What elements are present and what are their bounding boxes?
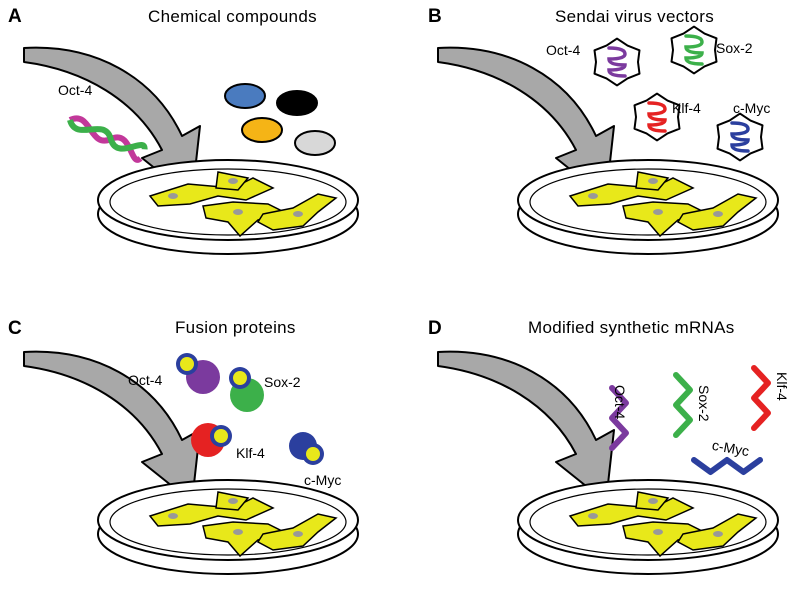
panel-d-oct4-label: Oct-4: [612, 385, 628, 420]
virus-oct4: [593, 37, 641, 87]
fusion-sox2: [229, 367, 264, 412]
panel-a-dish-inner: [109, 168, 347, 236]
virus-klf4-rna: [647, 101, 667, 133]
panel-a-title: Chemical compounds: [148, 7, 317, 26]
panel-c-dish-inner: [109, 488, 347, 556]
fusion-klf4-tag-core: [214, 429, 228, 443]
mrna-oct4: [609, 385, 629, 451]
fusion-cmyc-tag-core: [306, 447, 320, 461]
panel-a-petri-dish: [97, 159, 359, 255]
virus-sox2-rna: [684, 34, 704, 66]
panel-d-sox2-label: Sox-2: [696, 385, 712, 422]
panel-a-letter: A: [8, 6, 22, 27]
fusion-cmyc: [289, 432, 324, 465]
chem-gray-oval: [294, 130, 336, 156]
panel-d-title: Modified synthetic mRNAs: [528, 318, 735, 337]
virus-oct4-rna: [607, 46, 627, 78]
panel-c-cmyc-label: c-Myc: [304, 472, 342, 488]
panel-b-cmyc-label: c-Myc: [733, 100, 771, 116]
panel-c-petri-dish: [97, 479, 359, 575]
virus-klf4: [633, 92, 681, 142]
virus-klf4-outline: [633, 92, 681, 142]
fusion-klf4: [191, 423, 232, 457]
fusion-oct4-tag-core: [180, 357, 194, 371]
panel-c-letter: C: [8, 318, 22, 339]
panel-d-arrow-shape: [437, 350, 615, 503]
panel-c-title: Fusion proteins: [175, 318, 296, 337]
chem-blue-oval: [224, 83, 266, 109]
mrna-cmyc: [691, 457, 763, 475]
panel-b-sox2-label: Sox-2: [716, 40, 753, 56]
mrna-klf4: [751, 365, 771, 431]
panel-d-petri-dish: [517, 479, 779, 575]
virus-sox2-outline: [670, 25, 718, 75]
panel-a-dna-helix: [67, 115, 148, 163]
panel-b-petri-dish: [517, 159, 779, 255]
dna-strand-green: [67, 118, 148, 152]
panel-b-letter: B: [428, 6, 442, 27]
virus-cmyc-rna: [730, 121, 750, 153]
dna-strand-pink: [68, 115, 143, 163]
panel-d-letter: D: [428, 318, 442, 339]
panel-d-klf4-label: Klf-4: [774, 372, 790, 401]
virus-cmyc-outline: [716, 112, 764, 162]
panel-c-sox2-label: Sox-2: [264, 374, 301, 390]
panel-c-oct4-label: Oct-4: [128, 372, 163, 388]
panel-b-klf4-label: Klf-4: [672, 100, 701, 116]
chem-black-oval: [276, 90, 318, 116]
virus-cmyc: [716, 112, 764, 162]
panel-b-title: Sendai virus vectors: [555, 7, 715, 26]
mrna-sox2: [673, 372, 693, 438]
panel-c-arrow-shape: [23, 350, 201, 503]
panel-b-dish-inner: [529, 168, 767, 236]
virus-oct4-outline: [593, 37, 641, 87]
panel-c-klf4-label: Klf-4: [236, 445, 265, 461]
chem-orange-oval: [241, 117, 283, 143]
panel-a-oct4-label: Oct-4: [58, 82, 93, 98]
panel-d-dish-inner: [529, 488, 767, 556]
virus-sox2: [670, 25, 718, 75]
panel-c-arrow: [23, 350, 201, 503]
fusion-oct4: [176, 353, 220, 394]
panel-d-arrow: [437, 350, 615, 503]
fusion-sox2-tag-core: [233, 371, 247, 385]
panel-b-oct4-label: Oct-4: [546, 42, 581, 58]
